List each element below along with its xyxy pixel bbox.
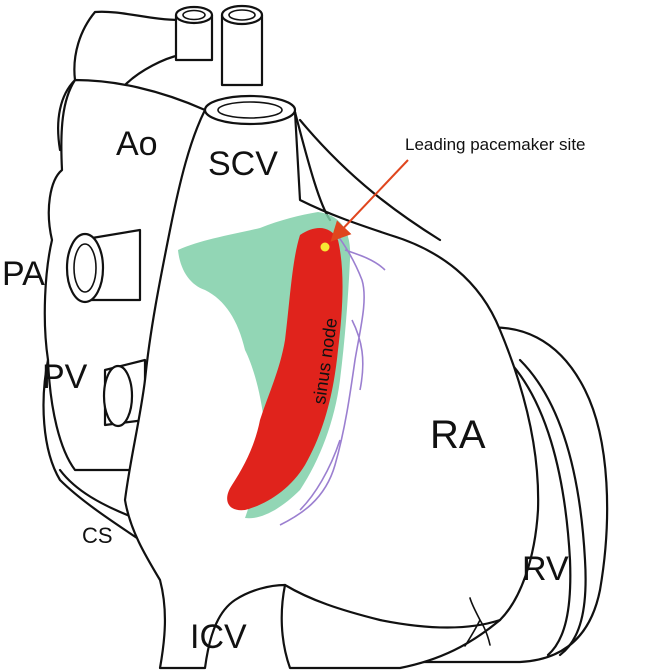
label-cs: CS bbox=[82, 523, 113, 548]
label-pa: PA bbox=[2, 255, 45, 293]
label-leading-pacemaker: Leading pacemaker site bbox=[405, 135, 586, 154]
label-pv: PV bbox=[42, 358, 88, 396]
label-ao: Ao bbox=[116, 125, 158, 163]
pacemaker-arrow bbox=[330, 159, 409, 242]
sinus-node-region bbox=[227, 228, 343, 511]
label-ra: RA bbox=[430, 413, 486, 457]
label-scv: SCV bbox=[208, 145, 278, 183]
label-icv: ICV bbox=[190, 618, 247, 656]
label-rv: RV bbox=[522, 550, 569, 588]
pacemaker-dot bbox=[320, 242, 330, 252]
nerves bbox=[279, 231, 386, 526]
scv-opening bbox=[203, 94, 297, 126]
